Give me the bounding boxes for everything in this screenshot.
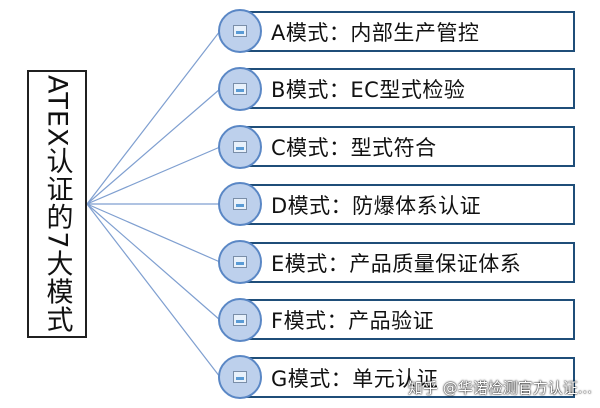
connector-line-e: [86, 203, 221, 263]
mode-g-label: G模式：单元认证: [271, 366, 439, 391]
image-placeholder-icon: [233, 198, 247, 210]
root-node: ATEX认证的7大模式: [27, 70, 87, 338]
node-d: [218, 182, 262, 226]
mode-c-label: C模式：型式符合: [271, 135, 437, 160]
connector-line-f: [86, 203, 221, 321]
node-b: [218, 67, 262, 111]
image-placeholder-icon: [233, 25, 247, 37]
mode-a-label: A模式：内部生产管控: [271, 20, 480, 45]
mode-e-box: E模式：产品质量保证体系: [244, 242, 575, 283]
mode-e-label: E模式：产品质量保证体系: [271, 251, 522, 276]
mode-a-box: A模式：内部生产管控: [244, 11, 575, 52]
connector-line-b: [86, 88, 221, 205]
mode-d-box: D模式：防爆体系认证: [244, 184, 575, 225]
image-placeholder-icon: [233, 83, 247, 95]
mode-c-box: C模式：型式符合: [244, 126, 575, 167]
node-e: [218, 240, 262, 284]
node-g: [218, 355, 262, 399]
connector-line-a: [86, 30, 221, 205]
connector-line-g: [86, 203, 221, 378]
mode-f-label: F模式：产品验证: [271, 308, 435, 333]
image-placeholder-icon: [233, 141, 247, 153]
node-a: [218, 9, 262, 53]
node-c: [218, 125, 262, 169]
mode-b-box: B模式：EC型式检验: [244, 68, 575, 109]
image-placeholder-icon: [233, 371, 247, 383]
node-f: [218, 298, 262, 342]
image-placeholder-icon: [233, 314, 247, 326]
root-label: ATEX认证的7大模式: [41, 74, 73, 334]
mode-b-label: B模式：EC型式检验: [271, 77, 466, 102]
watermark: 知乎 @华诺检测官方认证...: [407, 379, 592, 397]
mode-f-box: F模式：产品验证: [244, 299, 575, 340]
image-placeholder-icon: [233, 256, 247, 268]
mode-d-label: D模式：防爆体系认证: [271, 193, 482, 218]
connector-line-c: [86, 146, 221, 205]
